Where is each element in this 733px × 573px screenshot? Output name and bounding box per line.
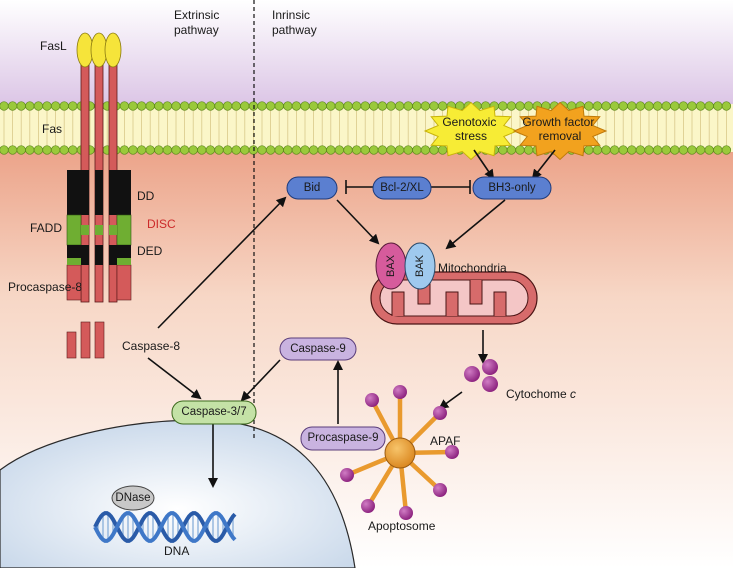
bak-label: BAK [414,254,426,277]
death-domain [109,170,117,215]
caspase-8-label: Caspase-8 [122,339,180,353]
inhibition-lines [345,180,471,194]
fadd-segment [117,258,131,265]
extrinsic-pathway-label: Extrinsic pathway [174,8,223,37]
bcl2-node [372,176,432,200]
pathway-arrows [147,149,556,488]
genotoxic-stress-starburst [423,101,519,161]
apoptosome [340,385,459,520]
growth-factor-removal-label: Growth factor removal [522,115,597,143]
procaspase-8-label: Procaspase-8 [8,280,82,294]
cytochrome-c-molecule [482,376,498,392]
death-effector-domain [109,245,117,265]
death-domain [95,170,103,215]
bh3-only-node [472,176,552,200]
bid-node [286,176,338,200]
bcl2-label: Bcl-2/XL [380,182,424,194]
bid-label: Bid [304,182,321,194]
growth-factor-removal-starburst [512,101,608,161]
fas-label: Fas [42,122,62,136]
apaf-label: APAF [430,434,460,448]
procaspase-8-segment [116,264,132,301]
fadd-segment [95,225,103,235]
fadd-segment [67,258,81,265]
fasl-ligand [104,32,122,68]
caspase-3-7-label: Caspase-3/7 [181,406,246,418]
dnase-label: DNase [115,492,150,504]
fadd-segment [116,214,132,246]
ded-label: DED [137,244,163,258]
procaspase-9-label: Procaspase-9 [308,432,379,444]
apoptosome-label: Apoptosome [368,519,436,533]
fadd-segment [109,225,117,235]
fadd-segment [66,214,82,246]
caspase-3-7-node [171,400,257,425]
dna-helix [93,511,237,543]
caspase-9-node [279,337,357,361]
bak-protein [404,242,436,290]
genotoxic-stress-label: Genotoxic stress [442,115,499,143]
dna-label: DNA [164,544,189,558]
bax-label: BAX [385,254,397,277]
intrinsic-pathway-label: Inrinsic pathway [272,8,317,37]
fas-receptor-complex [66,32,132,303]
procaspase-9-node [300,426,386,451]
fadd-segment [81,225,89,235]
cytochrome-c-label: Cytochome c [506,387,576,401]
membrane-band [0,104,733,152]
death-effector-domain [81,245,89,265]
extracellular-space [0,0,733,104]
caspase-9-label: Caspase-9 [290,343,346,355]
fadd-label: FADD [30,221,62,235]
death-effector-domain [95,245,103,265]
dd-label: DD [137,189,155,203]
bh3-only-label: BH3-only [488,182,536,194]
fasl-label: FasL [40,39,67,53]
disc-label: DISC [147,217,176,231]
cytochrome-c-molecule [482,359,498,375]
death-domain [67,170,81,215]
cytochrome-c-molecule [464,366,480,382]
dnase-enzyme [111,485,155,511]
mitochondria-label: Mitochondria [438,261,507,275]
death-domain [117,170,131,215]
death-domain [81,170,89,215]
caspase-8-fragments [66,321,105,359]
